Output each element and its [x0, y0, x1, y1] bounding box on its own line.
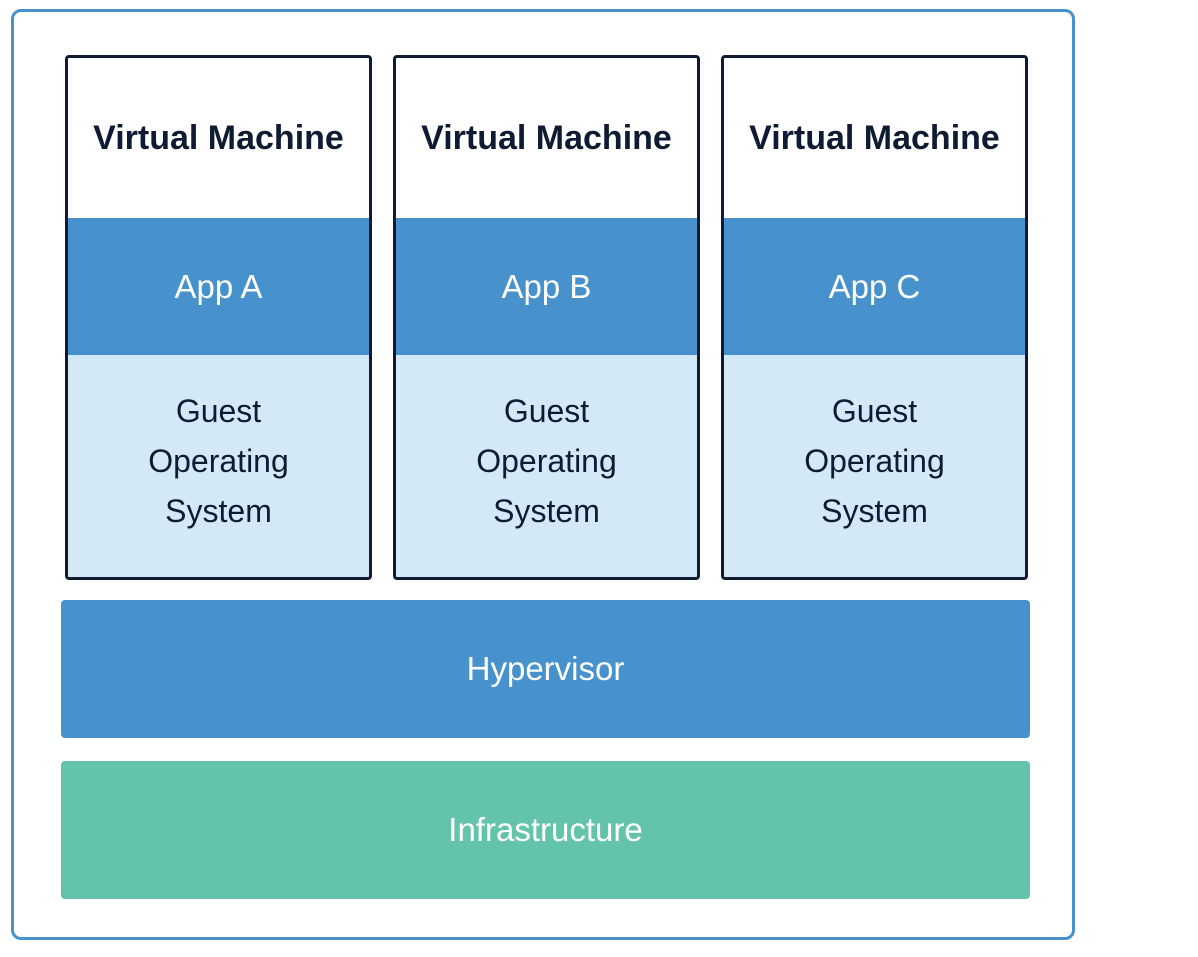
virtual-machine-b: Virtual Machine App B Guest Operating Sy…	[393, 55, 700, 580]
os-line: System	[493, 493, 600, 529]
virtual-machine-c: Virtual Machine App C Guest Operating Sy…	[721, 55, 1028, 580]
guest-os-layer: Guest Operating System	[724, 355, 1025, 577]
vm-title: Virtual Machine	[724, 58, 1025, 218]
os-line: System	[165, 493, 272, 529]
guest-os-layer: Guest Operating System	[68, 355, 369, 577]
os-line: Operating	[148, 443, 289, 479]
vm-title: Virtual Machine	[68, 58, 369, 218]
infrastructure-layer: Infrastructure	[61, 761, 1030, 899]
os-line: Operating	[476, 443, 617, 479]
os-line: System	[821, 493, 928, 529]
app-layer: App B	[396, 218, 697, 355]
virtual-machine-a: Virtual Machine App A Guest Operating Sy…	[65, 55, 372, 580]
vm-title: Virtual Machine	[396, 58, 697, 218]
os-line: Guest	[831, 393, 918, 429]
os-line: Operating	[804, 443, 945, 479]
os-line: Guest	[175, 393, 262, 429]
hypervisor-layer: Hypervisor	[61, 600, 1030, 738]
app-layer: App C	[724, 218, 1025, 355]
guest-os-layer: Guest Operating System	[396, 355, 697, 577]
app-layer: App A	[68, 218, 369, 355]
os-line: Guest	[503, 393, 590, 429]
